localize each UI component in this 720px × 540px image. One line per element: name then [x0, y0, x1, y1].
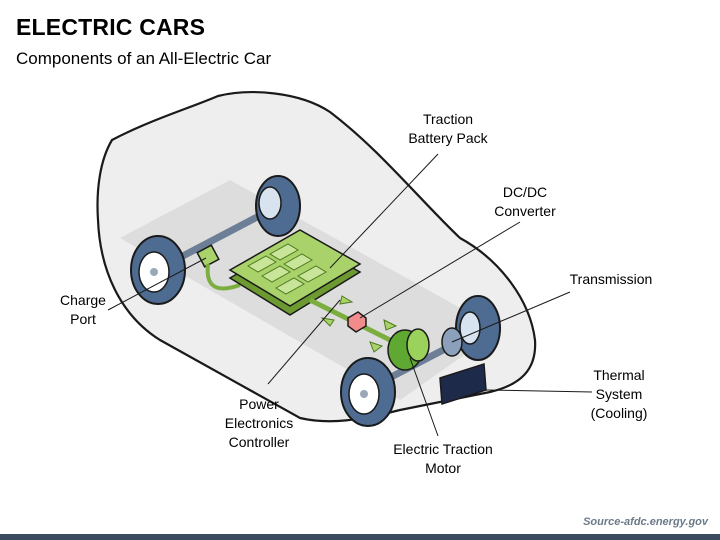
- wheel-front-top: [455, 295, 501, 361]
- label-transmission: Transmission: [569, 271, 653, 287]
- label-thermal-system: Thermal System (Cooling): [590, 367, 648, 421]
- leader-thermal: [485, 389, 593, 393]
- leader-battery: [329, 153, 439, 269]
- label-electric-traction-motor: Electric Traction Motor: [393, 441, 493, 476]
- bottom-bar: [0, 534, 720, 540]
- leader-motor: [409, 357, 439, 437]
- source-credit: Source-afdc.energy.gov: [583, 516, 708, 528]
- label-power-electronics-controller: Power Electronics Controller: [224, 396, 294, 450]
- leader-transmission: [451, 291, 571, 343]
- leader-charge-port: [107, 257, 207, 311]
- page-title: ELECTRIC CARS: [16, 14, 206, 40]
- leader-dcdc: [359, 221, 521, 319]
- page-subtitle: Components of an All-Electric Car: [16, 49, 272, 68]
- label-dcdc-converter: DC/DC Converter: [494, 184, 556, 219]
- traction-battery-pack: [228, 229, 362, 316]
- charge-port: [196, 244, 241, 291]
- wheel-front-bottom: [340, 357, 396, 427]
- electric-traction-motor: [387, 328, 430, 371]
- wheel-rear-top: [255, 175, 301, 237]
- label-traction-battery-pack: Traction Battery Pack: [408, 111, 488, 146]
- label-charge-port: Charge Port: [60, 292, 106, 327]
- leader-power-electronics: [267, 299, 341, 385]
